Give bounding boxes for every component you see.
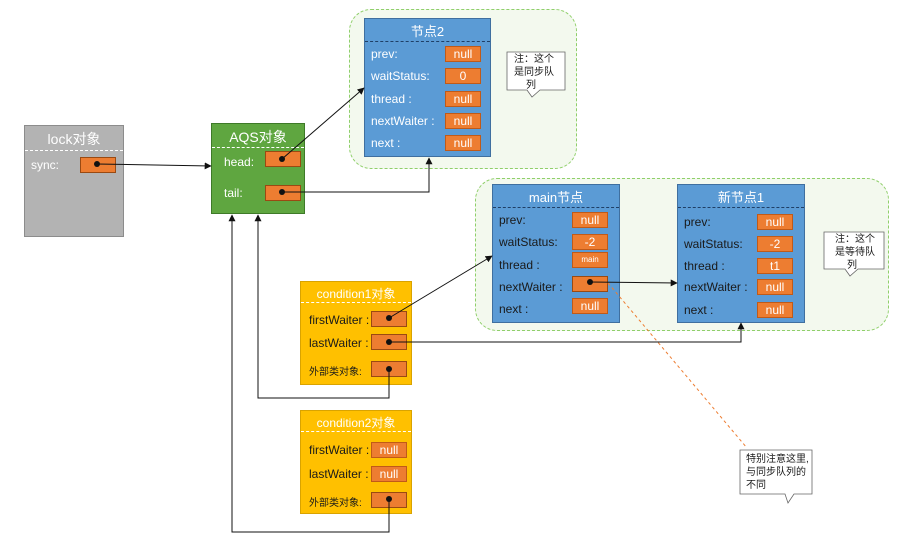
new-next-label: next : <box>684 303 714 317</box>
node2-nextwaiter-label: nextWaiter : <box>371 114 435 128</box>
new-next-value: null <box>757 302 793 318</box>
annotation-note: 特别注意这里, 与同步队列的 不同 <box>746 454 809 491</box>
main-waitstatus-value: -2 <box>572 234 608 250</box>
condition2-title: condition2对象 <box>316 416 396 430</box>
main-next-label: next : <box>499 302 529 316</box>
node2-waitstatus-value: 0 <box>445 68 481 84</box>
main-thread-value: main <box>572 252 608 268</box>
condition2-last-label: lastWaiter : <box>309 467 369 481</box>
new-nextwaiter-value: null <box>757 279 793 295</box>
wait-queue-note: 注：这个 是等待队 列 <box>835 234 875 271</box>
condition1-title: condition1对象 <box>316 287 396 301</box>
new-prev-value: null <box>757 214 793 230</box>
node2-prev-value: null <box>445 46 481 62</box>
lock-object: lock对象 sync: <box>24 125 124 237</box>
new-nextwaiter-label: nextWaiter : <box>684 280 748 294</box>
node2: 节点2 prev: null waitStatus: 0 thread : nu… <box>364 18 491 157</box>
head-pointer-slot <box>265 151 301 167</box>
node2-prev-label: prev: <box>371 47 398 61</box>
main-node: main节点 prev: null waitStatus: -2 thread … <box>492 184 620 323</box>
head-label: head: <box>224 155 255 169</box>
main-prev-label: prev: <box>499 213 526 227</box>
aqs-title: AQS对象 <box>229 129 287 145</box>
new-prev-label: prev: <box>684 215 711 229</box>
condition2-object: condition2对象 firstWaiter : null lastWait… <box>300 410 412 514</box>
condition1-last-label: lastWaiter : <box>309 336 369 350</box>
tail-label: tail: <box>224 186 243 200</box>
main-thread-label: thread : <box>499 258 540 272</box>
node2-title: 节点2 <box>410 24 445 39</box>
condition2-first-label: firstWaiter : <box>309 443 370 457</box>
node2-thread-label: thread : <box>371 92 412 106</box>
main-nextwaiter-slot <box>572 276 608 292</box>
node2-next-label: next : <box>371 136 401 150</box>
new-node1-title: 新节点1 <box>717 190 765 205</box>
new-thread-label: thread : <box>684 259 725 273</box>
main-node-title: main节点 <box>528 190 584 205</box>
condition1-outer-slot <box>371 361 407 377</box>
new-waitstatus-value: -2 <box>757 236 793 252</box>
main-nextwaiter-label: nextWaiter : <box>499 280 563 294</box>
node2-nextwaiter-value: null <box>445 113 481 129</box>
condition1-last-slot <box>371 334 407 350</box>
node2-waitstatus-label: waitStatus: <box>371 69 430 83</box>
new-thread-value: t1 <box>757 258 793 274</box>
node2-next-value: null <box>445 135 481 151</box>
main-waitstatus-label: waitStatus: <box>499 235 558 249</box>
condition2-last-value: null <box>371 466 407 482</box>
condition2-outer-slot <box>371 492 407 508</box>
condition1-first-slot <box>371 311 407 327</box>
condition2-first-value: null <box>371 442 407 458</box>
condition2-outer-label: 外部类对象: <box>309 498 362 509</box>
sync-pointer-slot <box>80 157 116 173</box>
lock-title: lock对象 <box>47 131 101 147</box>
aqs-object: AQS对象 head: tail: <box>211 123 305 214</box>
condition1-outer-label: 外部类对象: <box>309 367 362 378</box>
main-prev-value: null <box>572 212 608 228</box>
new-node1: 新节点1 prev: null waitStatus: -2 thread : … <box>677 184 805 323</box>
tail-pointer-slot <box>265 185 301 201</box>
condition1-first-label: firstWaiter : <box>309 313 370 327</box>
new-waitstatus-label: waitStatus: <box>684 237 743 251</box>
condition1-object: condition1对象 firstWaiter : lastWaiter : … <box>300 281 412 385</box>
node2-thread-value: null <box>445 91 481 107</box>
sync-label: sync: <box>31 158 60 172</box>
main-next-value: null <box>572 298 608 314</box>
sync-queue-note: 注：这个 是同步队 列 <box>514 54 554 91</box>
